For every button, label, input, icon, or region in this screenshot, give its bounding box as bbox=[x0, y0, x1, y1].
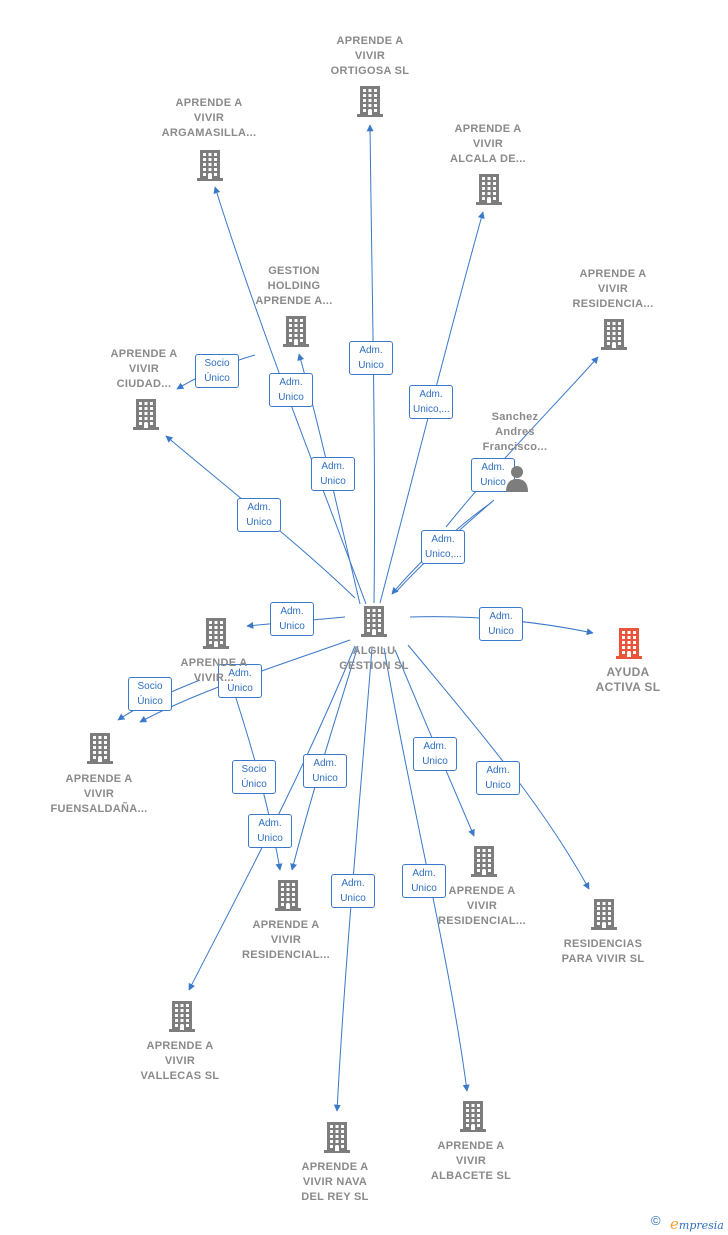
company-label-ciudad: APRENDE A VIVIR CIUDAD... bbox=[110, 348, 178, 390]
building-icon[interactable] bbox=[168, 1000, 196, 1032]
company-label-alcala: APRENDE A VIVIR ALCALA DE... bbox=[450, 123, 526, 165]
building-icon[interactable] bbox=[615, 627, 643, 659]
relation-badge-r_holding[interactable]: Adm. Unico bbox=[311, 457, 355, 491]
company-label-nava: APRENDE A VIVIR NAVA DEL REY SL bbox=[301, 1161, 369, 1203]
relation-badge-r_ortigosa[interactable]: Adm. Unico bbox=[349, 341, 393, 375]
relation-badge-r_albacete[interactable]: Adm. Unico bbox=[402, 864, 446, 898]
relation-badge-r_alcala[interactable]: Adm. Unico,... bbox=[409, 385, 453, 419]
building-icon[interactable] bbox=[282, 315, 310, 347]
company-label-albacete: APRENDE A VIVIR ALBACETE SL bbox=[430, 1140, 512, 1182]
building-icon[interactable] bbox=[590, 898, 618, 930]
company-label-residencias: RESIDENCIAS PARA VIVIR SL bbox=[561, 938, 645, 965]
highlight-company-label: AYUDA ACTIVA SL bbox=[595, 665, 661, 694]
relation-badge-r_ciudad_socio[interactable]: Socio Único bbox=[195, 354, 239, 388]
relation-badge-r_resr[interactable]: Adm. Unico bbox=[413, 737, 457, 771]
relation-badge-r_ciudad[interactable]: Adm. Unico bbox=[237, 498, 281, 532]
person-icon[interactable] bbox=[504, 464, 530, 492]
building-icon[interactable] bbox=[202, 617, 230, 649]
building-icon[interactable] bbox=[196, 149, 224, 181]
building-icon[interactable] bbox=[470, 845, 498, 877]
building-icon[interactable] bbox=[475, 173, 503, 205]
relation-badge-r_vallecas[interactable]: Adm. Unico bbox=[248, 814, 292, 848]
building-icon[interactable] bbox=[132, 398, 160, 430]
building-icon[interactable] bbox=[360, 605, 388, 637]
building-icon[interactable] bbox=[323, 1121, 351, 1153]
company-label-ortigosa: APRENDE A VIVIR ORTIGOSA SL bbox=[330, 35, 410, 77]
building-icon[interactable] bbox=[86, 732, 114, 764]
company-label-residencia_top: APRENDE A VIVIR RESIDENCIA... bbox=[572, 268, 654, 310]
edge-r_person_res bbox=[445, 356, 599, 528]
brand-name: mpresia bbox=[678, 1219, 724, 1232]
company-label-vallecas: APRENDE A VIVIR VALLECAS SL bbox=[140, 1040, 220, 1082]
relation-badge-r_vivir_mid[interactable]: Adm. Unico bbox=[270, 602, 314, 636]
relation-badge-r_ayuda[interactable]: Adm. Unico bbox=[479, 607, 523, 641]
relation-badge-r_resl[interactable]: Adm. Unico bbox=[303, 754, 347, 788]
building-icon[interactable] bbox=[459, 1100, 487, 1132]
company-label-argamasilla: APRENDE A VIVIR ARGAMASILLA... bbox=[161, 97, 257, 139]
company-label-fuensaldana: APRENDE A VIVIR FUENSALDAÑA... bbox=[50, 773, 148, 815]
company-label-residencial_right: APRENDE A VIVIR RESIDENCIAL... bbox=[438, 885, 526, 927]
relation-badge-r_person_center[interactable]: Adm. Unico,... bbox=[421, 530, 465, 564]
person-label: Sanchez Andres Francisco... bbox=[482, 411, 548, 453]
company-label-holding: GESTION HOLDING APRENDE A... bbox=[255, 265, 333, 307]
brand-logo[interactable]: empresia bbox=[670, 1215, 724, 1233]
company-label-residencial_left: APRENDE A VIVIR RESIDENCIAL... bbox=[242, 919, 330, 961]
building-icon[interactable] bbox=[356, 85, 384, 117]
center-company-label: ALGILU GESTION SL bbox=[339, 645, 409, 672]
company-label-vivir_mid: APRENDE A VIVIR... bbox=[180, 657, 248, 684]
relation-badge-r_fuens_socio[interactable]: Socio Único bbox=[128, 677, 172, 711]
relation-badge-r_residencias[interactable]: Adm. Unico bbox=[476, 761, 520, 795]
building-icon[interactable] bbox=[600, 318, 628, 350]
building-icon[interactable] bbox=[274, 879, 302, 911]
relation-badge-r_resl_socio[interactable]: Socio Único bbox=[232, 760, 276, 794]
copyright-symbol: © bbox=[651, 1213, 661, 1228]
relation-badge-r_argamasilla[interactable]: Adm. Unico bbox=[269, 373, 313, 407]
brand-initial: e bbox=[670, 1215, 679, 1233]
relation-badge-r_fuens[interactable]: Adm. Unico bbox=[218, 664, 262, 698]
relation-badge-r_nava[interactable]: Adm. Unico bbox=[331, 874, 375, 908]
